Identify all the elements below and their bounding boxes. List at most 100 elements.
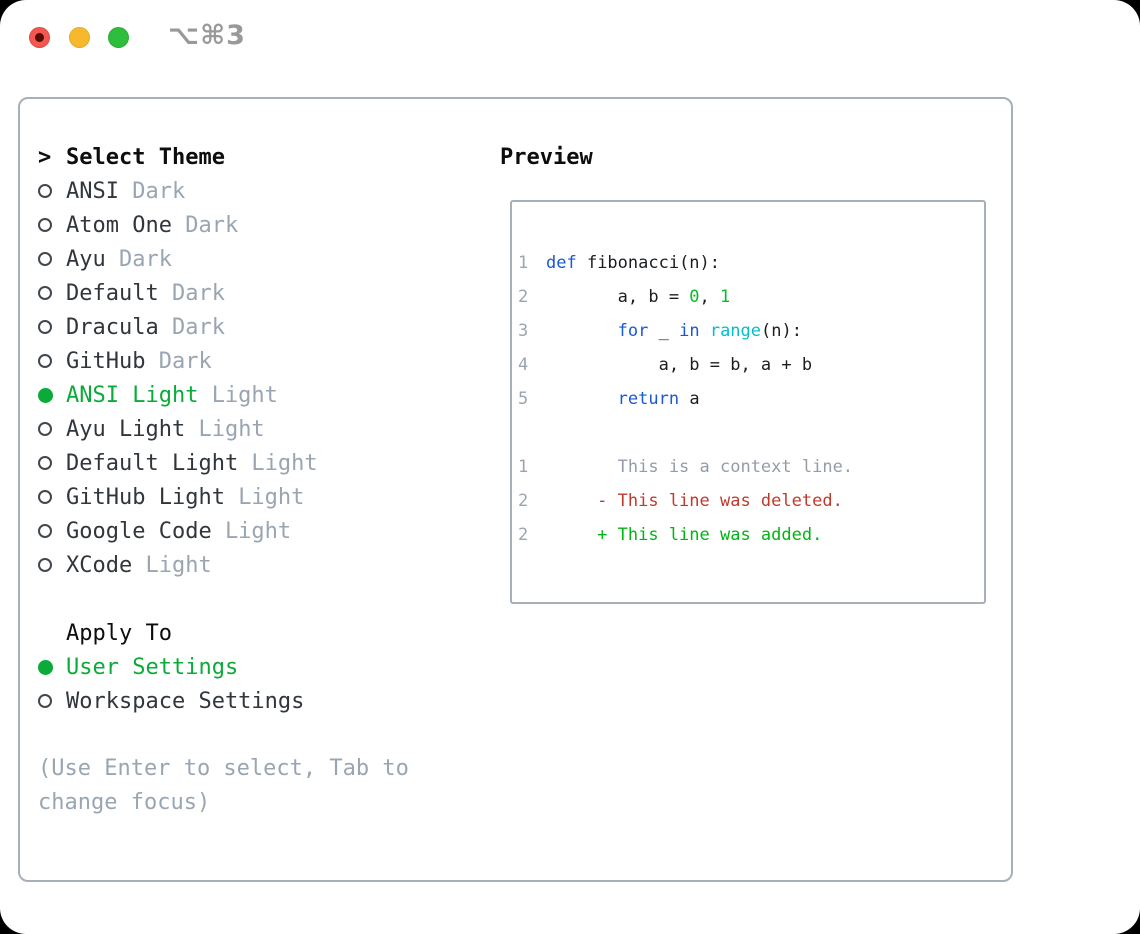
radio-unselected-icon — [38, 218, 52, 232]
option-label: Default Light — [66, 450, 239, 476]
option-label: Ayu — [66, 246, 106, 272]
option-tag: Light — [224, 518, 292, 544]
code-token: a, b = b, a + b — [546, 355, 813, 375]
code-line: 5 return a — [516, 382, 984, 416]
code-token: 0 — [689, 287, 700, 307]
code-token — [700, 321, 710, 341]
radio-unselected-icon — [38, 252, 52, 266]
option-label: Default — [66, 280, 159, 306]
code-line: 4 a, b = b, a + b — [516, 348, 984, 382]
theme-option-default[interactable]: Default Dark — [38, 276, 409, 310]
theme-option-default-light[interactable]: Default Light Light — [38, 446, 409, 480]
line-number: 1 — [518, 457, 529, 477]
code-line: 3 for _ in range(n): — [516, 314, 984, 348]
line-number: 3 — [518, 321, 529, 341]
spacer — [38, 582, 409, 616]
code-token: a — [679, 389, 700, 409]
radio-unselected-icon — [38, 490, 52, 504]
theme-option-github-light[interactable]: GitHub Light Light — [38, 480, 409, 514]
line-number: 1 — [518, 253, 529, 273]
line-number: 2 — [518, 491, 529, 511]
theme-option-atom-one[interactable]: Atom One Dark — [38, 208, 409, 242]
theme-option-dracula[interactable]: Dracula Dark — [38, 310, 409, 344]
option-tag: Dark — [158, 348, 212, 374]
option-tag: Light — [238, 484, 305, 510]
theme-option-xcode[interactable]: XCode Light — [38, 548, 409, 582]
close-button[interactable] — [29, 27, 50, 48]
theme-list: > Select Theme ANSI Dark Atom One Dark A… — [38, 140, 409, 820]
option-label: XCode — [66, 552, 133, 578]
theme-list-header-row: > Select Theme — [38, 140, 409, 174]
theme-option-ansi[interactable]: ANSI Dark — [38, 174, 409, 208]
zoom-button[interactable] — [108, 27, 129, 48]
option-tag: Light — [198, 416, 265, 442]
option-tag: Light — [211, 382, 278, 408]
preview-title: Preview — [500, 144, 593, 170]
code-token: a, b = — [546, 287, 690, 307]
minimize-button[interactable] — [69, 27, 90, 48]
radio-unselected-icon — [38, 320, 52, 334]
theme-option-google-code[interactable]: Google Code Light — [38, 514, 409, 548]
radio-unselected-icon — [38, 422, 52, 436]
line-number: 2 — [518, 287, 529, 307]
option-label: GitHub — [66, 348, 146, 374]
code-tokens: def fibonacci(n): — [546, 253, 720, 273]
option-label: Ayu Light — [66, 416, 186, 442]
option-tag: Dark — [118, 246, 172, 272]
code-tokens: for _ in range(n): — [546, 321, 802, 341]
code-token: in — [679, 321, 700, 341]
code-tokens: This is a context line. — [546, 457, 853, 477]
option-label: ANSI Light — [66, 382, 199, 408]
window-shortcut-label: ⌥⌘3 — [168, 20, 246, 51]
option-tag: Dark — [185, 212, 239, 238]
option-tag: Dark — [171, 280, 225, 306]
option-label: Atom One — [66, 212, 172, 238]
option-label: Workspace Settings — [66, 688, 305, 714]
radio-selected-icon — [38, 387, 53, 403]
radio-unselected-icon — [38, 694, 52, 708]
code-token: This is a context line. — [546, 457, 854, 477]
keyboard-hint: (Use Enter to select, Tab to change focu… — [38, 756, 409, 815]
option-tag: Light — [251, 450, 318, 476]
spacer — [38, 718, 409, 752]
code-token: (n): — [761, 321, 802, 341]
code-token: - This line was deleted. — [546, 491, 843, 511]
option-tag: Light — [145, 552, 212, 578]
code-line: 1 def fibonacci(n): — [516, 246, 984, 280]
titlebar: ⌥⌘3 — [0, 0, 1140, 74]
radio-unselected-icon — [38, 558, 52, 572]
prompt-chevron-icon: > — [38, 144, 52, 170]
code-tokens: - This line was deleted. — [546, 491, 843, 511]
option-tag: Dark — [132, 178, 186, 204]
theme-picker-panel: > Select Theme ANSI Dark Atom One Dark A… — [18, 97, 1013, 882]
radio-unselected-icon — [38, 456, 52, 470]
apply-option-workspace-settings[interactable]: Workspace Settings — [38, 684, 409, 718]
theme-option-ayu[interactable]: Ayu Dark — [38, 242, 409, 276]
code-token — [546, 389, 618, 409]
theme-option-ayu-light[interactable]: Ayu Light Light — [38, 412, 409, 446]
code-line: 1 This is a context line. — [516, 450, 984, 484]
apply-to-title: Apply To — [66, 620, 172, 646]
option-label: User Settings — [66, 654, 239, 680]
theme-options: ANSI Dark Atom One Dark Ayu Dark Default… — [38, 174, 409, 582]
option-tag: Dark — [171, 314, 225, 340]
theme-list-title: Select Theme — [66, 144, 225, 170]
line-number: 2 — [518, 525, 529, 545]
line-number: 4 — [518, 355, 529, 375]
code-lines: 1 def fibonacci(n): 2 a, b = 0, 1 3 for … — [516, 246, 984, 552]
apply-to-options: User Settings Workspace Settings — [38, 650, 409, 718]
radio-unselected-icon — [38, 524, 52, 538]
code-tokens: a, b = b, a + b — [546, 355, 813, 375]
apply-to-header-row: Apply To — [38, 616, 409, 650]
option-label: Dracula — [66, 314, 159, 340]
theme-option-ansi-light[interactable]: ANSI Light Light — [38, 378, 409, 412]
code-token: for — [617, 321, 649, 341]
code-line: 2 + This line was added. — [516, 518, 984, 552]
apply-option-user-settings[interactable]: User Settings — [38, 650, 409, 684]
radio-unselected-icon — [38, 286, 52, 300]
code-line: 2 a, b = 0, 1 — [516, 280, 984, 314]
theme-option-github[interactable]: GitHub Dark — [38, 344, 409, 378]
code-token: _ — [648, 321, 680, 341]
code-line — [516, 416, 984, 450]
code-token: 1 — [720, 287, 731, 307]
